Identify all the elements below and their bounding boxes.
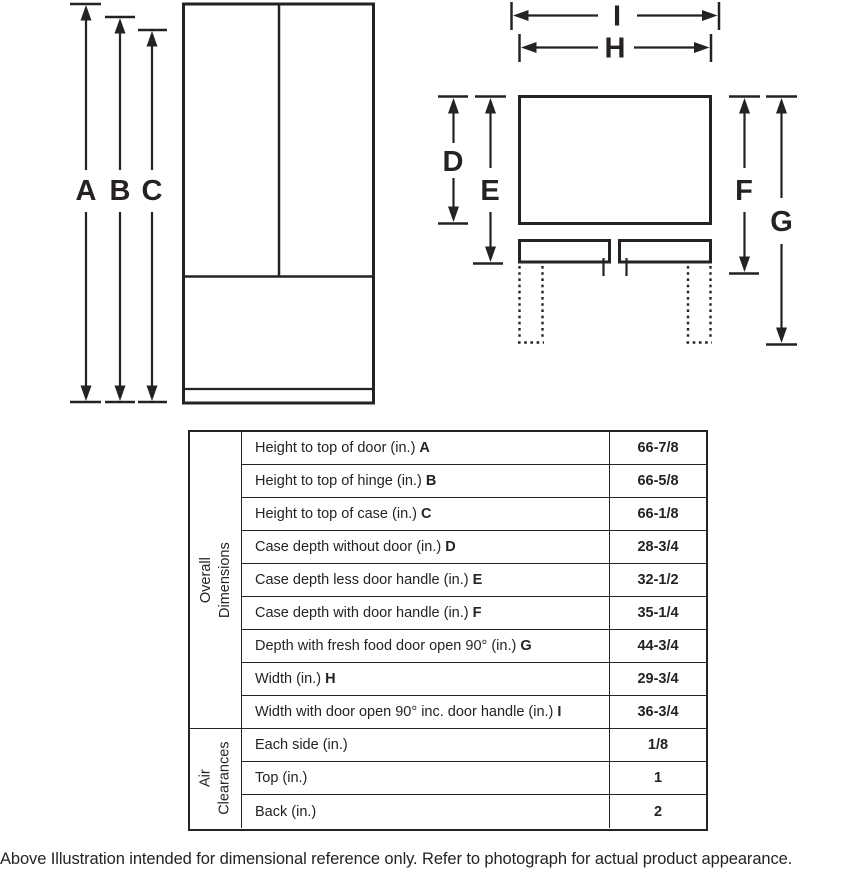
dimensions-table: Overall Dimensions Height to top of door… (188, 430, 708, 831)
group-header-air-clearances: Air Clearances (190, 729, 242, 828)
table-row-label: Case depth without door (in.)D (242, 531, 610, 564)
table-row-value: 1 (610, 762, 706, 795)
fridge-top-view (518, 95, 712, 344)
table-row-label: Depth with fresh food door open 90° (in.… (242, 630, 610, 663)
dimension-arrow-G: G (766, 95, 797, 346)
dim-label-h: H (605, 33, 626, 65)
left-door-top (518, 239, 611, 264)
dimension-arrow-C: C (138, 28, 167, 404)
table-row-label: Each side (in.) (242, 729, 610, 762)
dimension-arrow-H: H (518, 33, 713, 65)
disclaimer-text: Above Illustration intended for dimensio… (0, 850, 793, 868)
table-row-label: Case depth with door handle (in.)F (242, 597, 610, 630)
dim-label-b: B (110, 175, 131, 207)
table-row-value: 66-5/8 (610, 465, 706, 498)
dimension-arrow-B: B (105, 15, 135, 404)
table-row-value: 2 (653, 803, 663, 820)
dim-label-d: D (443, 146, 464, 178)
group-header-overall-dimensions: Overall Dimensions (190, 432, 242, 729)
table-row-label: Back (in.) (242, 795, 610, 828)
table-row-label: Case depth less door handle (in.)E (242, 564, 610, 597)
table-row-value: 35-1/4 (610, 597, 706, 630)
table-row-value: 32-1/2 (610, 564, 706, 597)
dimension-arrow-D: D (438, 95, 468, 225)
table-row-label: Height to top of door (in.)A (242, 432, 610, 465)
dimension-arrow-E: E (473, 95, 506, 265)
group-header-line: Air (197, 769, 214, 788)
table-row-label: Width with door open 90° inc. door handl… (242, 696, 610, 729)
dim-label-g: G (770, 206, 793, 238)
table-row-value: 1/8 (610, 729, 706, 762)
table-row-value: 66-7/8 (610, 432, 706, 465)
dim-label-a: A (76, 175, 97, 207)
door-swing-dotted-lines (518, 266, 712, 344)
dimension-arrow-A: A (70, 2, 101, 404)
table-row-value: 44-3/4 (610, 630, 706, 663)
table-row-label: Top (in.) (242, 762, 610, 795)
group-header-line: Overall (197, 557, 214, 603)
right-door-top (618, 239, 712, 264)
fridge-outline (182, 2, 375, 405)
dim-label-c: C (142, 175, 163, 207)
case-outline-top (518, 95, 712, 225)
group-header-line: Dimensions (216, 542, 233, 618)
table-row-label: Height to top of case (in.)C (242, 498, 610, 531)
table-row-label: Width (in.)H (242, 663, 610, 696)
group-header-line: Clearances (216, 741, 233, 816)
table-row-value: 29-3/4 (610, 663, 706, 696)
table-row-label: Height to top of hinge (in.)B (242, 465, 610, 498)
table-row-value: 66-1/8 (610, 498, 706, 531)
fridge-front-view (182, 2, 375, 405)
dim-label-i: I (613, 1, 621, 33)
dim-label-e: E (480, 175, 499, 207)
dimension-arrow-F: F (729, 95, 760, 275)
dim-label-f: F (735, 175, 753, 207)
table-row-value: 28-3/4 (610, 531, 706, 564)
dimension-arrow-I: I (510, 1, 721, 33)
table-row-value: 36-3/4 (610, 696, 706, 729)
dimension-diagram: A B C (70, 1, 797, 405)
